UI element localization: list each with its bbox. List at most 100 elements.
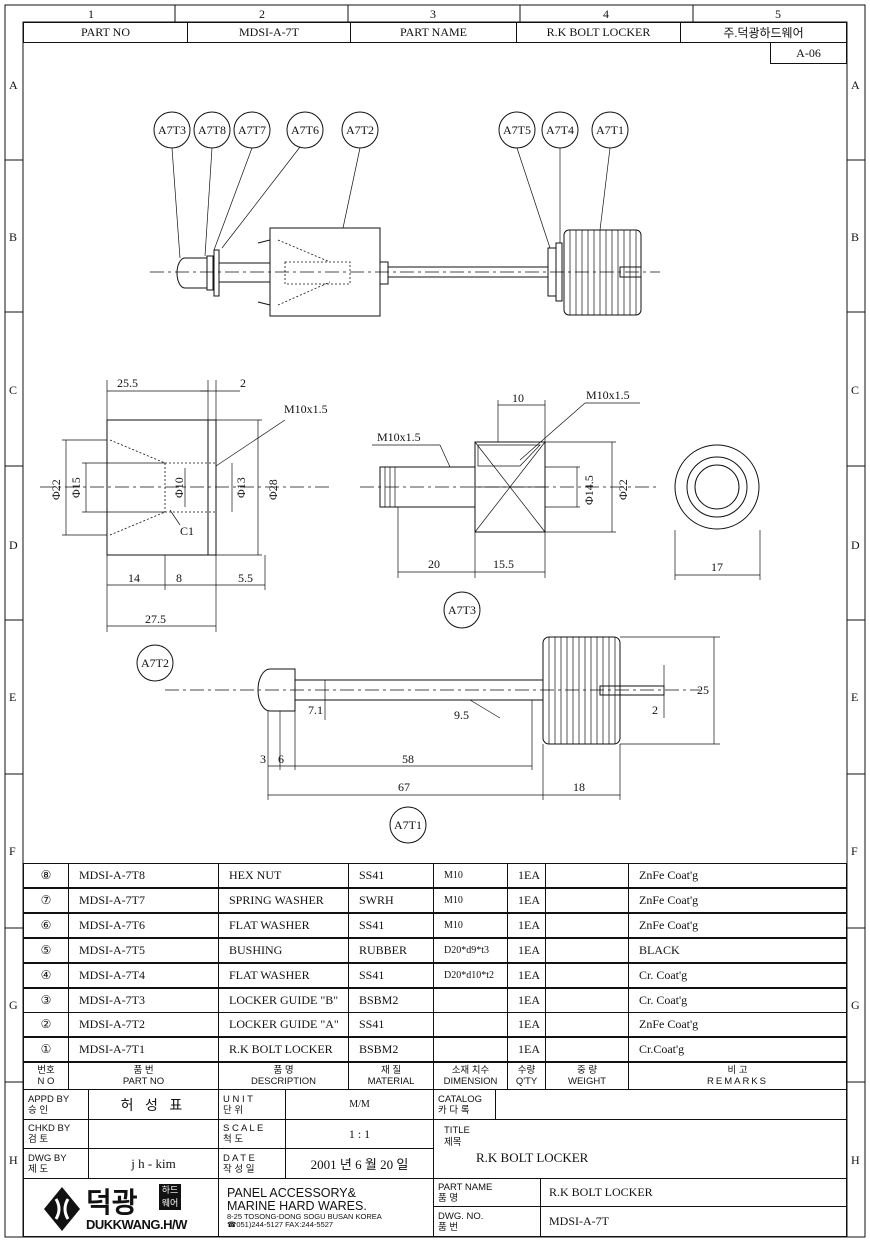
dim-label: M10x1.5 xyxy=(377,430,421,444)
balloon: A7T5 xyxy=(498,111,536,149)
parts-cell-remarks: ZnFe Coat'g xyxy=(628,887,847,913)
parts-cell-desc: HEX NUT xyxy=(218,863,349,888)
balloon: A7T2 xyxy=(136,644,174,682)
dim-label: 2 xyxy=(240,376,246,390)
balloon: A7T1 xyxy=(389,806,427,844)
assembly-view xyxy=(150,146,660,317)
dim-label: 25 xyxy=(697,683,709,697)
parts-cell-qty: 1EA xyxy=(507,1037,546,1063)
dim-label: C1 xyxy=(180,524,194,538)
parts-cell-mat: BSBM2 xyxy=(348,1037,434,1063)
svg-text:A7T2: A7T2 xyxy=(346,123,374,137)
svg-text:A7T6: A7T6 xyxy=(291,123,319,137)
col-qty: Q'TY xyxy=(515,1076,538,1087)
assembly-balloons: A7T3 A7T8 A7T7 A7T6 A7T2 A7T5 A7T4 A7T1 xyxy=(153,111,629,149)
parts-cell-weight xyxy=(545,912,629,938)
parts-cell-weight xyxy=(545,987,629,1013)
row-label: B xyxy=(9,230,17,244)
company-info: PANEL ACCESSORY& MARINE HARD WARES. 8-25… xyxy=(218,1178,434,1237)
dim-label: 25.5 xyxy=(117,376,138,390)
col-label: 3 xyxy=(430,7,436,21)
parts-cell-part: MDSI-A-7T7 xyxy=(68,887,219,913)
pname-label-en: PART NAME xyxy=(438,1181,493,1193)
parts-cell-remarks: ZnFe Coat'g xyxy=(628,912,847,938)
col-wt-ko: 중 량 xyxy=(576,1065,598,1076)
parts-cell-mat: BSBM2 xyxy=(348,987,434,1013)
parts-cell-dim: M10 xyxy=(433,863,508,888)
dim-label: 7.1 xyxy=(308,703,323,717)
company-phone: ☎051)244-5127 FAX:244-5527 xyxy=(227,1219,334,1229)
unit-label-en: U N I T xyxy=(223,1093,253,1105)
svg-text:A7T3: A7T3 xyxy=(158,123,186,137)
view-a7t3: 10 M10x1.5 M10x1.5 Φ14.5 Φ22 20 15.5 17 … xyxy=(360,388,761,629)
balloon: A7T4 xyxy=(541,111,579,149)
parts-cell-weight xyxy=(545,1012,629,1038)
parts-cell-weight xyxy=(545,863,629,888)
col-label: 2 xyxy=(259,7,265,21)
part-no-value: MDSI-A-7T xyxy=(187,22,351,43)
knurled-knob xyxy=(563,229,642,316)
row-label: A xyxy=(851,78,860,92)
dim-label: 14 xyxy=(128,571,140,585)
flat-washer-2 xyxy=(555,242,563,302)
balloon: A7T3 xyxy=(153,111,191,149)
parts-cell-part: MDSI-A-7T6 xyxy=(68,912,219,938)
title-box: TITLE 제목 R.K BOLT LOCKER xyxy=(433,1119,847,1179)
svg-text:A7T3: A7T3 xyxy=(448,603,476,617)
dim-label: 20 xyxy=(428,557,440,571)
dim-label: Φ28 xyxy=(266,479,280,500)
parts-cell-part: MDSI-A-7T2 xyxy=(68,1012,219,1038)
parts-cell-desc: FLAT WASHER xyxy=(218,962,349,988)
row-label: G xyxy=(851,998,860,1012)
parts-cell-no: ⑧ xyxy=(23,863,69,888)
dim-label: 3 xyxy=(260,752,266,766)
dim-label: 9.5 xyxy=(454,708,469,722)
date-value: 2001 년 6 월 20 일 xyxy=(285,1148,434,1179)
row-label: G xyxy=(9,998,18,1012)
dwg-label-en: DWG BY xyxy=(28,1152,67,1164)
part-name-footer: R.K BOLT LOCKER xyxy=(540,1178,847,1207)
row-label: H xyxy=(851,1153,860,1167)
parts-cell-dim xyxy=(433,1037,508,1063)
diamond-logo-icon xyxy=(44,1187,80,1231)
parts-cell-weight xyxy=(545,1037,629,1063)
col-part: PART NO xyxy=(122,1076,165,1087)
approved-by: 허 성 표 xyxy=(88,1089,219,1120)
col-rem-ko: 비 고 xyxy=(727,1065,748,1076)
drawing-number: MDSI-A-7T xyxy=(540,1206,847,1237)
company-name: 주.덕광하드웨어 xyxy=(680,22,847,43)
chkd-label-en: CHKD BY xyxy=(28,1123,71,1134)
company-address: 8-25 TOSONG-DONG SOGU BUSAN KOREA xyxy=(227,1211,382,1221)
catalog-value xyxy=(495,1089,847,1120)
scale-label-en: S C A L E xyxy=(223,1123,264,1134)
dim-label: Φ13 xyxy=(234,477,248,498)
view-a7t2: 25.5 2 M10x1.5 Φ22 Φ15 Φ10 Φ13 Φ28 C1 14… xyxy=(40,376,330,682)
dim-label: 5.5 xyxy=(238,571,253,585)
parts-cell-desc: SPRING WASHER xyxy=(218,887,349,913)
parts-cell-no: ⑦ xyxy=(23,887,69,913)
dwgno-label-en: DWG. NO. xyxy=(438,1210,484,1222)
parts-cell-desc: LOCKER GUIDE "A" xyxy=(218,1012,349,1038)
parts-cell-dim: D20*d9*t3 xyxy=(433,937,508,963)
row-label: H xyxy=(9,1153,18,1167)
parts-cell-mat: RUBBER xyxy=(348,937,434,963)
parts-cell-remarks: ZnFe Coat'g xyxy=(628,863,847,888)
row-label: C xyxy=(851,383,859,397)
svg-text:A7T1: A7T1 xyxy=(394,818,422,832)
col-qty-ko: 수량 xyxy=(517,1065,536,1076)
dim-label: Φ15 xyxy=(69,477,83,498)
dim-label: M10x1.5 xyxy=(586,388,630,402)
parts-cell-no: ② xyxy=(23,1012,69,1038)
balloon: A7T8 xyxy=(193,111,231,149)
col-rem: REMARKS xyxy=(707,1076,768,1087)
part-name-value: R.K BOLT LOCKER xyxy=(516,22,681,43)
parts-cell-dim: M10 xyxy=(433,887,508,913)
parts-cell-qty: 1EA xyxy=(507,1012,546,1038)
view-a7t1: 7.1 9.5 2 25 3 6 58 67 18 A7T1 xyxy=(165,636,720,844)
title-label-ko: 제목 xyxy=(444,1137,462,1148)
parts-cell-dim xyxy=(433,987,508,1013)
unit-label-ko: 단 위 xyxy=(223,1104,244,1116)
parts-cell-desc: FLAT WASHER xyxy=(218,912,349,938)
